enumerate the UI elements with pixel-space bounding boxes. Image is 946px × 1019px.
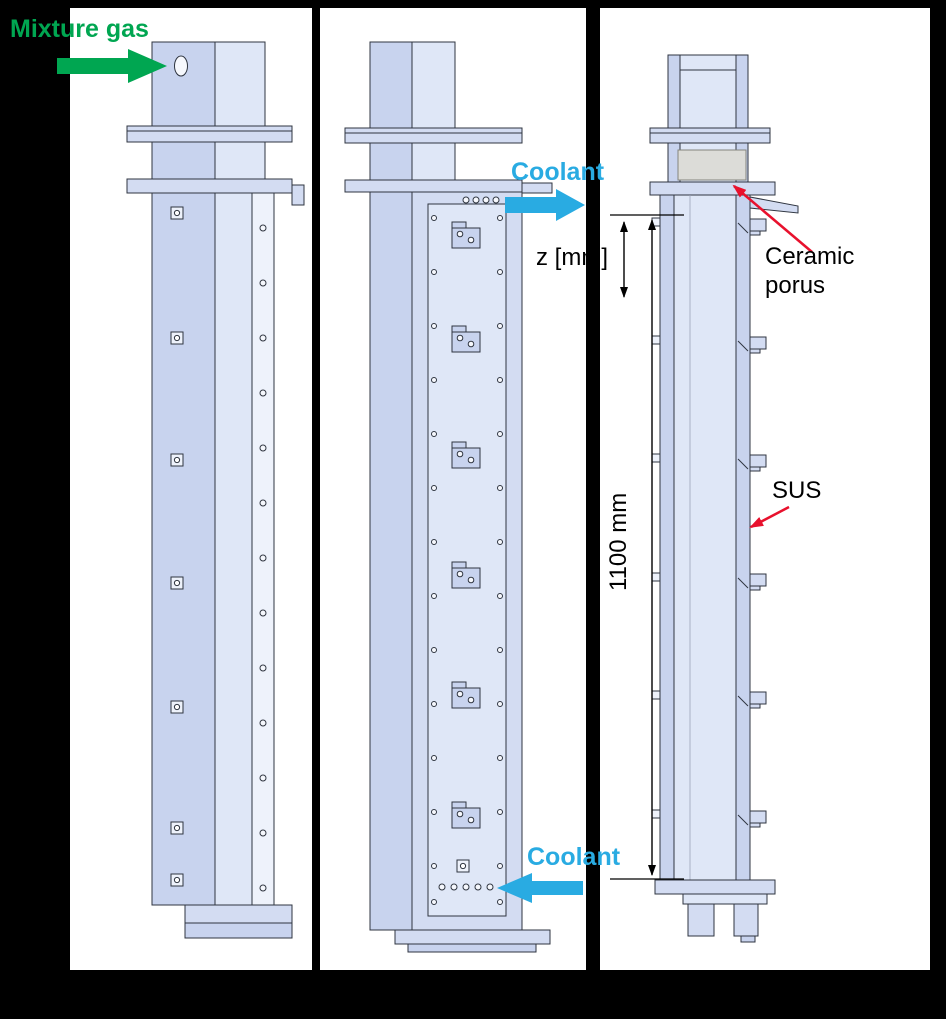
ceramic-callout-arrow — [732, 184, 813, 253]
sus-wall-right — [735, 194, 751, 881]
ceramic-porous-plate — [677, 149, 747, 181]
flow-arrows — [57, 49, 585, 903]
sus-wall-left — [659, 194, 675, 881]
ceramic-callout-label: Ceramic porus — [765, 242, 854, 301]
z-axis-label: z [mm] — [536, 244, 608, 271]
coolant-in-arrow — [505, 189, 585, 221]
coolant-in-label: Coolant — [511, 158, 605, 186]
callout-arrows — [732, 184, 813, 529]
sus-callout-arrow — [749, 505, 790, 529]
ceramic-callout-line2: porus — [765, 272, 826, 300]
right-view-drawing — [649, 54, 799, 943]
mixture-gas-label: Mixture gas — [10, 15, 149, 43]
left-view-drawing — [126, 41, 305, 939]
middle-view-drawing — [344, 41, 553, 953]
ceramic-callout-line1: Ceramic — [765, 243, 855, 270]
coolant-out-label: Coolant — [527, 843, 621, 871]
coolant-out-arrow — [497, 873, 583, 903]
mixture-gas-arrow — [57, 49, 167, 83]
dimension-lines — [610, 214, 684, 880]
gas-inlet-hole — [174, 55, 188, 77]
height-dimension-label: 1100 mm — [605, 492, 632, 592]
sus-callout-label: SUS — [772, 477, 822, 504]
side-ports-right-view — [651, 217, 661, 819]
